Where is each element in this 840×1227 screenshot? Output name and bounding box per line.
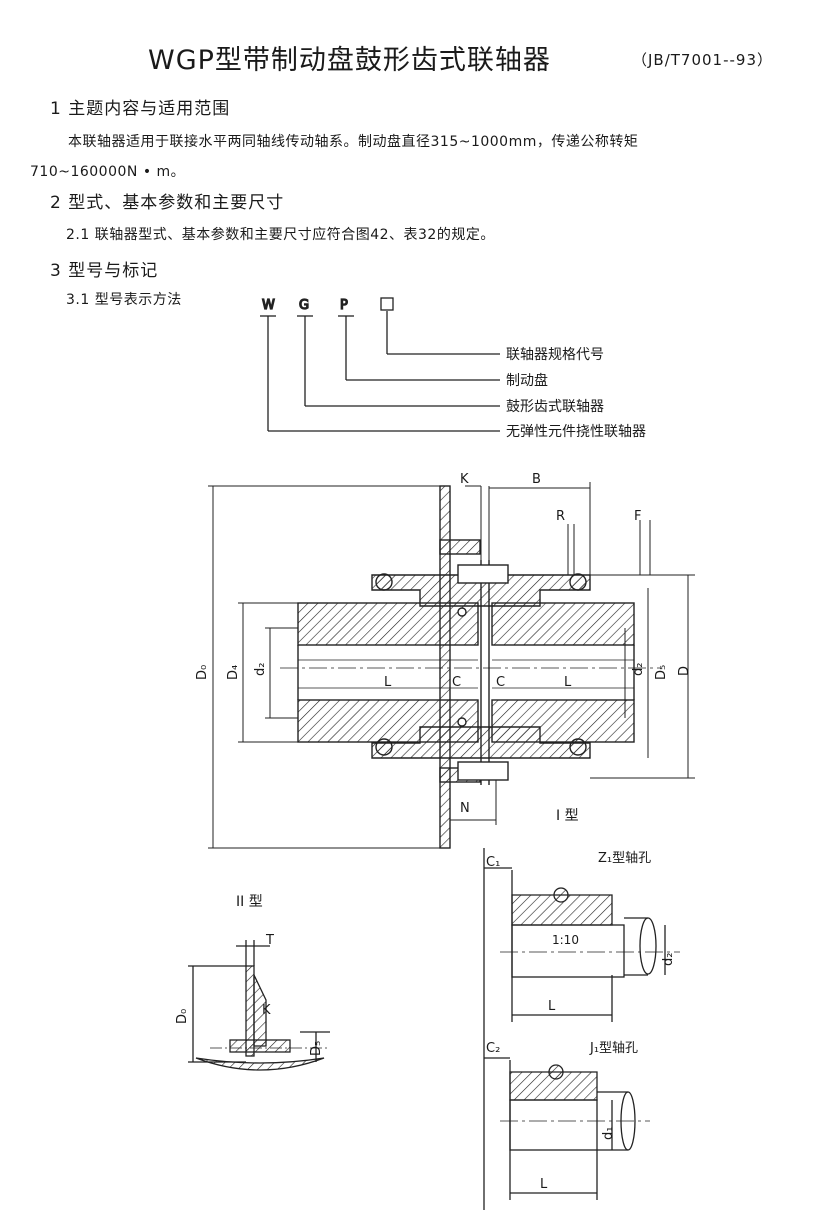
coupling-main-view	[280, 485, 660, 849]
model-code-diagram: W G P	[260, 297, 500, 432]
dim-b: B	[532, 472, 541, 487]
z1-bore-label: Z₁型轴孔	[598, 851, 651, 866]
dim-l-left: L	[384, 675, 392, 690]
legend-brake-disc: 制动盘	[506, 372, 548, 389]
dim-d: D	[677, 666, 692, 676]
standard-number: （JB/T7001--93）	[632, 51, 774, 69]
dim-d2-z1: d₂	[661, 953, 676, 966]
j1-bore-label: J₁型轴孔	[589, 1041, 638, 1056]
type-1-z1-view	[483, 848, 680, 1040]
section-2-text: 2.1 联轴器型式、基本参数和主要尺寸应符合图42、表32的规定。	[66, 227, 495, 243]
dim-c1: C₁	[486, 855, 500, 870]
dim-r: R	[556, 509, 565, 524]
taper-ratio: 1:10	[552, 933, 579, 947]
dim-t: T	[265, 933, 274, 948]
page-title: WGP型带制动盘鼓形齿式联轴器	[148, 45, 551, 76]
dim-l-z1: L	[548, 999, 556, 1014]
dim-k-type2: K	[262, 1003, 271, 1018]
legend-drum-gear: 鼓形齿式联轴器	[506, 399, 604, 415]
legend-flexible: 无弹性元件挠性联轴器	[506, 424, 646, 440]
type-1-label: I 型	[556, 808, 579, 824]
type-2-label: II 型	[236, 894, 263, 910]
dim-d0-type2: D₀	[175, 1009, 190, 1024]
section-1-text: 本联轴器适用于联接水平两同轴线传动轴系。制动盘直径315~1000mm，传递公称…	[68, 134, 639, 150]
dim-c-left: C	[452, 675, 461, 690]
section-1-heading: 1 主题内容与适用范围	[50, 99, 231, 119]
code-letter-g: G	[299, 298, 309, 313]
dim-n: N	[460, 801, 470, 816]
dim-c2: C₂	[486, 1041, 500, 1056]
section-3-heading: 3 型号与标记	[50, 261, 159, 281]
code-letter-p: P	[340, 298, 348, 313]
dim-k: K	[460, 472, 469, 487]
dim-d2-left: d₂	[253, 663, 268, 676]
type-2-view	[188, 940, 330, 1071]
dim-c-right: C	[496, 675, 505, 690]
legend-spec-code: 联轴器规格代号	[506, 347, 604, 363]
dim-l-j1: L	[540, 1177, 548, 1192]
dim-d5-type2: D₅	[309, 1041, 324, 1056]
dim-d5: D₅	[654, 665, 669, 680]
dim-d1-j1: d₁	[601, 1127, 616, 1140]
section-1-text-cont: 710~160000N • m。	[30, 164, 186, 180]
section-3-text: 3.1 型号表示方法	[66, 292, 182, 308]
dim-d0: D₀	[195, 665, 210, 680]
main-dimension-lines	[208, 482, 695, 849]
type-1-j1-view	[483, 1040, 650, 1210]
code-letter-w: W	[262, 298, 275, 313]
code-placeholder-box	[380, 297, 394, 311]
section-2-heading: 2 型式、基本参数和主要尺寸	[50, 193, 285, 213]
dim-l-right: L	[564, 675, 572, 690]
dim-f: F	[634, 509, 641, 524]
dim-d4: D₄	[226, 665, 241, 680]
dim-d2-right: d₂	[631, 663, 646, 676]
